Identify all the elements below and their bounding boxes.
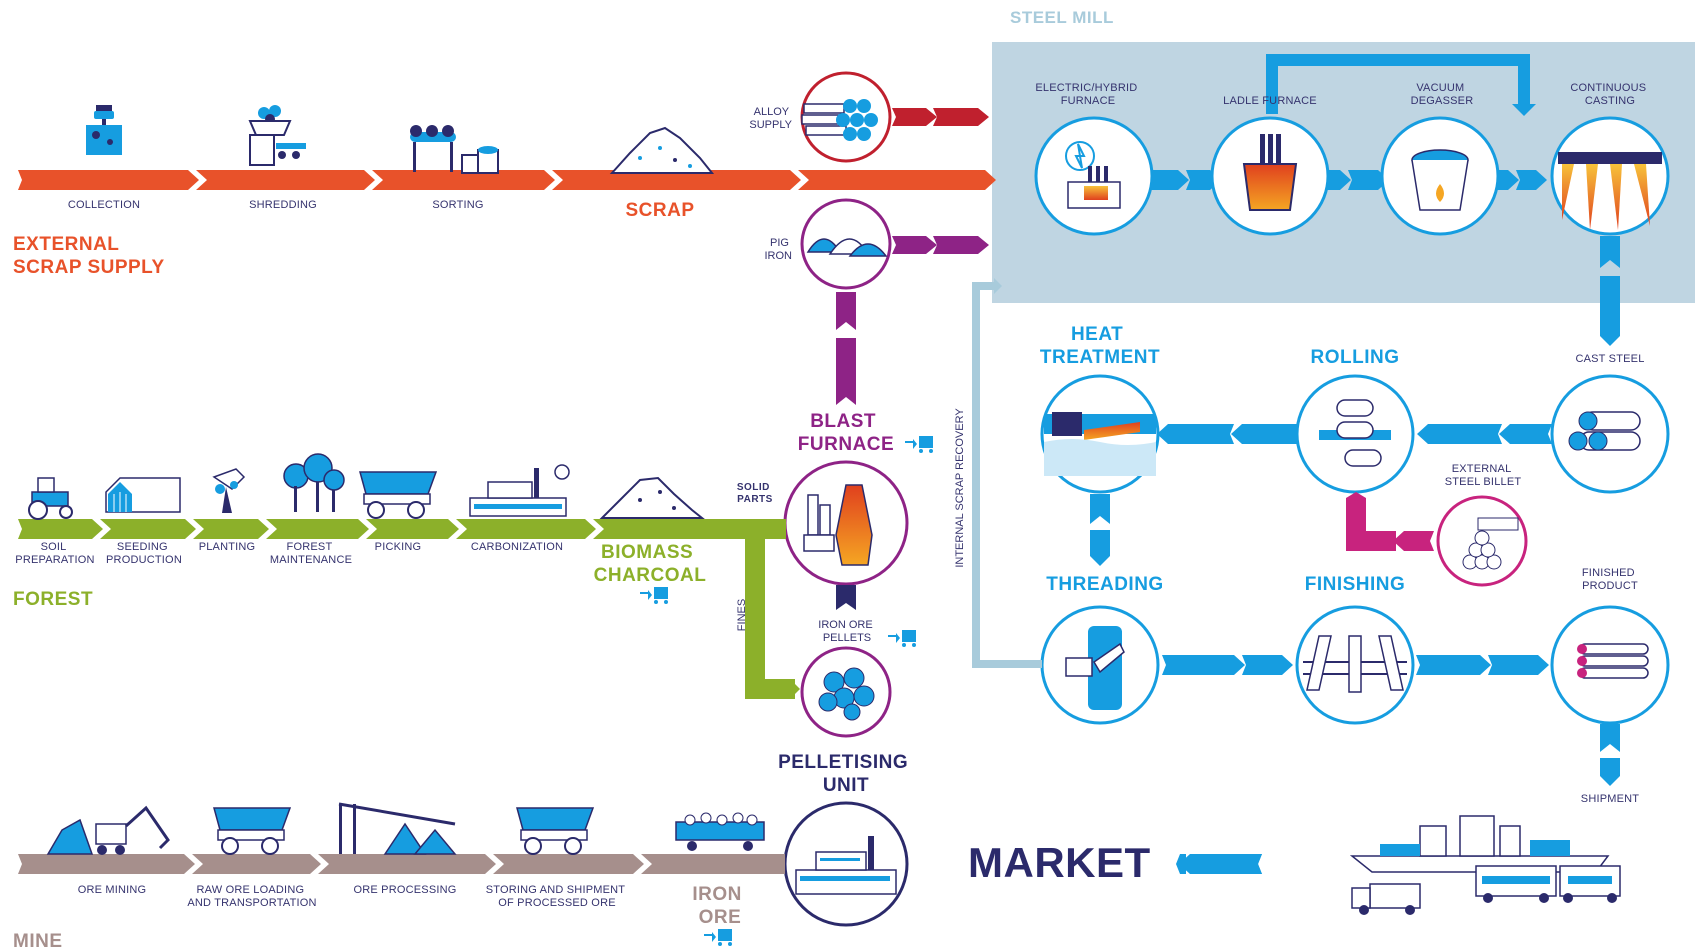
- iron-ore-pellets-label: IRON ORE PELLETS: [818, 619, 875, 644]
- shredding-icon: [248, 105, 306, 166]
- iron-ore-cart-icon[interactable]: [704, 929, 732, 946]
- planting-icon: [212, 468, 246, 513]
- collection-label: COLLECTION: [68, 199, 140, 211]
- solid-parts-label: SOLID PARTS: [737, 482, 773, 505]
- steel-mill-title: STEEL MILL: [1010, 8, 1114, 27]
- sorting-icon: [410, 125, 499, 174]
- blast-to-pig-arrows: [836, 292, 856, 405]
- forest-title: FOREST: [13, 589, 93, 610]
- cast-steel-label: CAST STEEL: [1575, 353, 1644, 365]
- fines-label: FINES: [736, 599, 748, 631]
- threading-title: THREADING: [1046, 574, 1163, 595]
- billet-icon: [1462, 517, 1519, 570]
- pelletising-unit-title: PELLETISING UNIT: [778, 752, 914, 796]
- picking-label: PICKING: [375, 541, 422, 553]
- blast-furnace-title: BLAST FURNACE: [798, 411, 894, 455]
- market-title: MARKET: [968, 839, 1151, 886]
- ship-icon: [1349, 815, 1610, 873]
- alloy-bars-icon: [801, 99, 878, 141]
- truck-icon: [1351, 883, 1421, 915]
- blast-furnace-icon: [803, 484, 873, 566]
- biomass-charcoal-title: BIOMASS CHARCOAL: [594, 542, 707, 586]
- mine-chain: [18, 854, 785, 874]
- blast-furnace-cart-icon[interactable]: [905, 436, 933, 453]
- threading-icon: [1065, 626, 1125, 710]
- excavator-icon: [46, 805, 170, 855]
- forest-maintenance-label: FOREST MAINTENANCE: [270, 541, 352, 566]
- casting-to-cast-steel: [1600, 236, 1620, 346]
- mill-top-loop: [1266, 54, 1536, 116]
- finished-to-shipment-arrows: [1600, 724, 1620, 786]
- continuous-casting-node: [1550, 116, 1670, 236]
- iron-ore-title: IRON ORE: [692, 884, 747, 928]
- carbonization-plant-icon: [469, 464, 570, 517]
- shipment-label: SHIPMENT: [1581, 793, 1640, 805]
- mine-title: MINE: [13, 931, 63, 951]
- finished-product-label: FINISHED PRODUCT: [1582, 567, 1638, 592]
- continuous-casting-label: CONTINUOUS CASTING: [1570, 82, 1649, 107]
- vacuum-icon: [1411, 149, 1469, 211]
- shredding-label: SHREDDING: [249, 199, 317, 211]
- pellets-cart-icon[interactable]: [888, 630, 916, 647]
- ore-processing-icon: [338, 802, 457, 855]
- internal-scrap-recovery-label: INTERNAL SCRAP RECOVERY: [954, 408, 966, 568]
- pig-iron-label: PIG IRON: [765, 237, 793, 262]
- ore-truck-icon: [213, 807, 292, 855]
- ore-wagon-icon: [675, 812, 765, 851]
- pelletising-plant-icon: [795, 836, 897, 895]
- dump-truck-icon: [359, 471, 438, 519]
- alloy-arrows: [892, 108, 989, 126]
- ore-mining-label: ORE MINING: [78, 884, 147, 896]
- ore-shipment-truck-icon: [516, 807, 595, 855]
- market-arrows: [1176, 854, 1262, 874]
- seeding-production-label: SEEDING PRODUCTION: [106, 541, 182, 566]
- external-billet-label: EXTERNAL STEEL BILLET: [1445, 463, 1522, 488]
- billet-to-rolling-arrow: [1346, 492, 1434, 551]
- electric-furnace-icon: [1065, 141, 1121, 209]
- scrap-label: SCRAP: [625, 200, 694, 221]
- storing-shipment-label: STORING AND SHIPMENT OF PROCESSED ORE: [486, 884, 629, 909]
- pig-iron-icon: [806, 238, 888, 257]
- ladle-icon: [1242, 134, 1298, 211]
- planting-label: PLANTING: [199, 541, 256, 553]
- greenhouse-icon: [105, 477, 181, 513]
- charcoal-pile-icon: [599, 476, 705, 519]
- heat-treatment-title: HEAT TREATMENT: [1040, 324, 1160, 368]
- finishing-title: FINISHING: [1305, 574, 1406, 595]
- external-scrap-supply-title: EXTERNAL SCRAP SUPPLY: [13, 234, 165, 278]
- raw-ore-loading-label: RAW ORE LOADING AND TRANSPORTATION: [187, 884, 316, 909]
- sorting-label: SORTING: [432, 199, 483, 211]
- heat-to-threading-arrows: [1090, 494, 1110, 566]
- collection-icon: [86, 105, 122, 155]
- soil-preparation-label: SOIL PREPARATION: [15, 541, 94, 566]
- electric-furnace-label: ELECTRIC/HYBRID FURNACE: [1035, 82, 1140, 107]
- cast-steel-icon: [1568, 411, 1641, 451]
- finishing-row-arrows: [1162, 655, 1549, 675]
- alloy-supply-label: ALLOY SUPPLY: [749, 106, 792, 131]
- biomass-cart-icon[interactable]: [640, 587, 668, 604]
- ladle-furnace-label: LADLE FURNACE: [1223, 95, 1317, 107]
- ore-processing-label: ORE PROCESSING: [353, 884, 456, 896]
- heat-icon: [1044, 412, 1156, 476]
- rolling-title: ROLLING: [1311, 347, 1400, 368]
- electric-furnace-node: [1034, 116, 1154, 236]
- trees-icon: [283, 453, 345, 512]
- finishing-icon: [1303, 635, 1407, 693]
- scrap-chain: [18, 170, 996, 190]
- carbonization-label: CARBONIZATION: [471, 541, 563, 553]
- vacuum-degasser-label: VACUUM DEGASSER: [1411, 82, 1474, 107]
- pipes-icon: [1577, 643, 1649, 679]
- forest-chain: [18, 519, 800, 699]
- train-icon: [1475, 865, 1621, 903]
- pellets-to-blast-arrow: [836, 585, 856, 610]
- pig-iron-arrows: [892, 236, 989, 254]
- scrap-pile-icon: [609, 126, 715, 174]
- casting-icon: [1558, 152, 1662, 230]
- tractor-icon: [28, 477, 73, 520]
- internal-scrap-recovery-loop: [972, 278, 1042, 668]
- pellets-icon: [818, 667, 875, 721]
- rollers-icon: [1319, 399, 1391, 467]
